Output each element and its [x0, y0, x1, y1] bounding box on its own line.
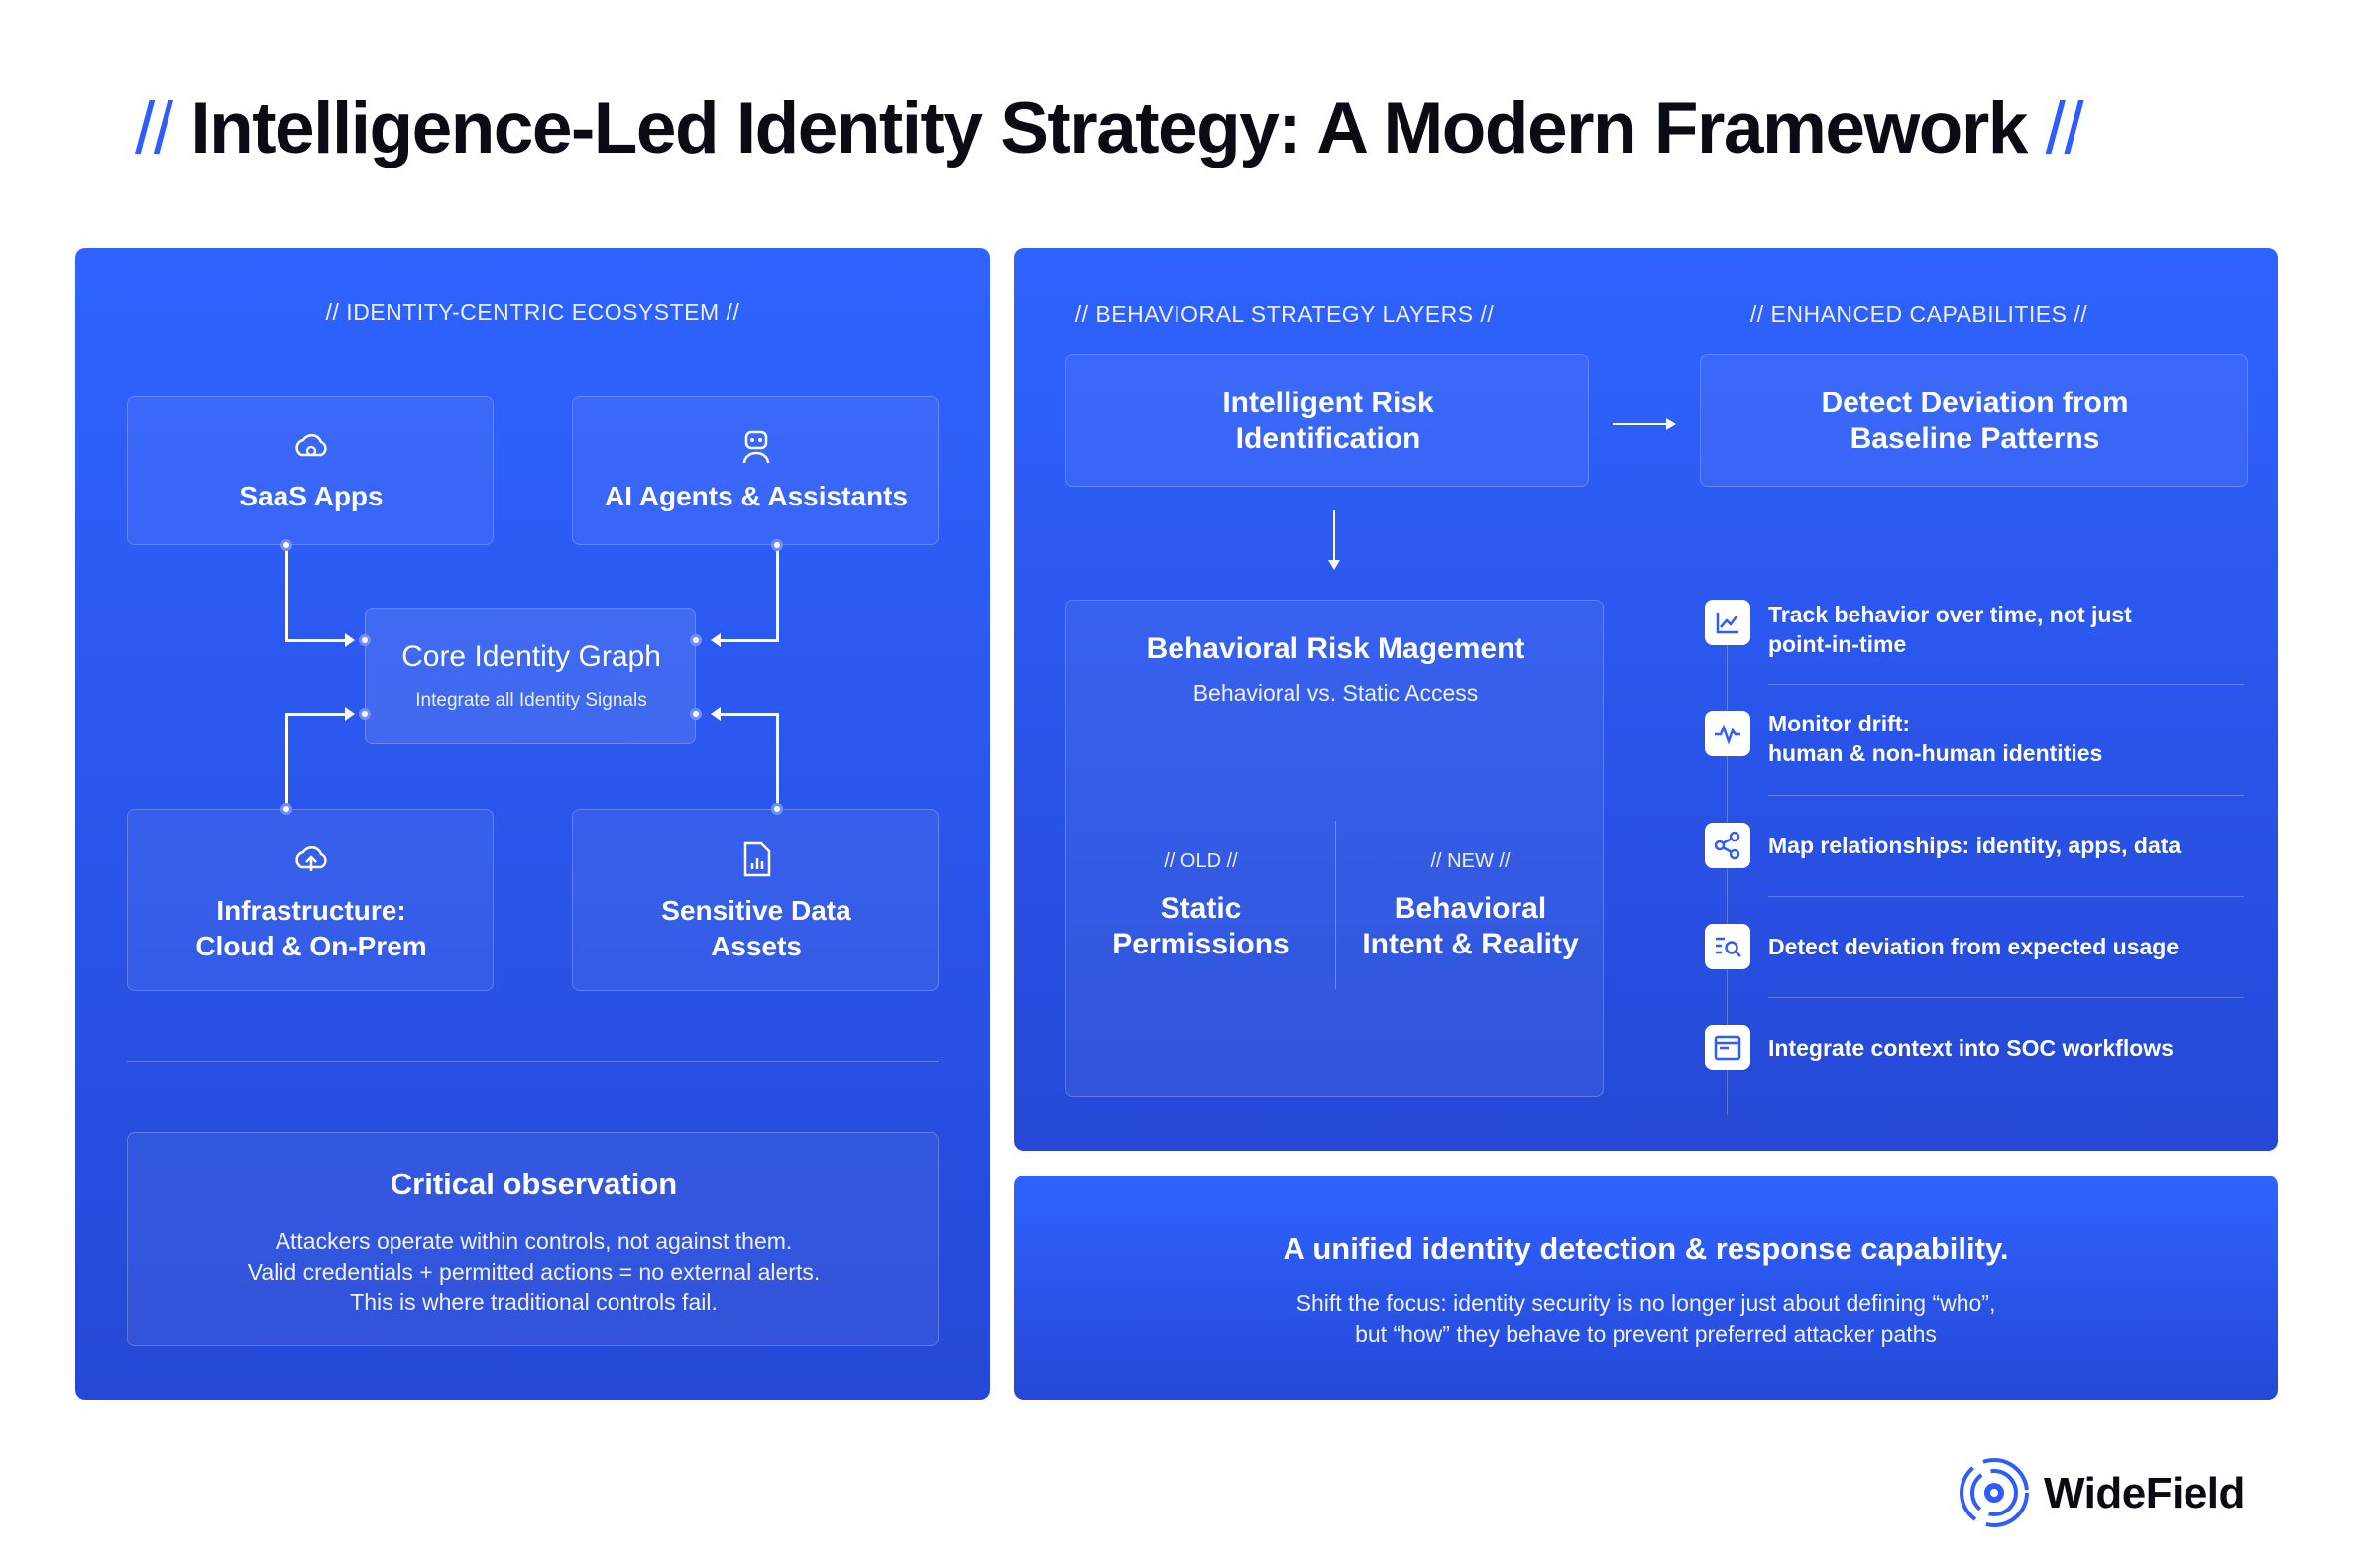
- banner-line2: but “how” they behave to prevent preferr…: [1355, 1321, 1937, 1347]
- connector-dot: [359, 634, 371, 646]
- capability-divider: [1768, 684, 2244, 685]
- title-text: Intelligence-Led Identity Strategy: A Mo…: [190, 88, 2028, 168]
- connector-line: [776, 545, 779, 641]
- behavioral-risk-management-title: Behavioral Risk Magement: [1146, 632, 1525, 665]
- connector-dot: [771, 803, 783, 815]
- capability-item: Monitor drift:human & non-human identiti…: [1705, 711, 2220, 780]
- old-line2: Permissions: [1112, 928, 1289, 960]
- page-title: // Intelligence-Led Identity Strategy: A…: [135, 87, 2084, 169]
- capability-item: Map relationships: identity, apps, data: [1705, 823, 2220, 892]
- detect-deviation-box: Detect Deviation from Baseline Patterns: [1700, 354, 2248, 487]
- cloud-upload-icon: [295, 845, 327, 871]
- brand-name: WideField: [2044, 1469, 2245, 1517]
- arrow-left-icon: [711, 633, 721, 647]
- capability-divider: [1768, 795, 2244, 796]
- robot-icon: [742, 430, 770, 464]
- capability-text: Detect deviation from expected usage: [1768, 934, 2180, 959]
- connector-line: [285, 713, 347, 716]
- ai-agents-box: AI Agents & Assistants: [572, 396, 939, 545]
- infrastructure-line2: Cloud & On-Prem: [195, 931, 427, 961]
- arrow-right-icon: [345, 707, 355, 721]
- sensitive-data-box: Sensitive Data Assets: [572, 809, 939, 991]
- divider: [127, 1061, 939, 1062]
- sensitive-data-line2: Assets: [711, 931, 802, 961]
- connector-line: [720, 639, 779, 642]
- critical-observation-title: Critical observation: [390, 1167, 678, 1201]
- ai-agents-label: AI Agents & Assistants: [605, 481, 908, 511]
- connector-dot: [280, 539, 292, 551]
- critical-observation-line2: Valid credentials + permitted actions = …: [247, 1259, 821, 1285]
- capability-divider: [1768, 896, 2244, 897]
- connector-dot: [690, 708, 702, 720]
- line-chart-icon: [1705, 600, 1750, 645]
- new-line2: Intent & Reality: [1362, 928, 1579, 960]
- title-slash-left: //: [135, 88, 173, 168]
- capability-text: Map relationships: identity, apps, data: [1768, 833, 2182, 858]
- connector-line: [720, 713, 779, 716]
- connector-dot: [280, 803, 292, 815]
- capability-divider: [1768, 997, 2244, 998]
- saas-apps-label: SaaS Apps: [239, 481, 384, 511]
- widefield-logo: WideField: [1955, 1453, 2245, 1532]
- capabilities-section-label: // ENHANCED CAPABILITIES //: [1749, 301, 2088, 327]
- banner-line1: Shift the focus: identity security is no…: [1295, 1290, 1996, 1316]
- intelligent-risk-line2: Identification: [1235, 422, 1421, 455]
- critical-observation-line1: Attackers operate within controls, not a…: [275, 1228, 793, 1254]
- arrow-down-icon: [1328, 560, 1340, 570]
- unified-banner: A unified identity detection & response …: [1014, 1176, 2278, 1400]
- new-line1: Behavioral: [1394, 892, 1547, 925]
- behavioral-risk-management-subtitle: Behavioral vs. Static Access: [1192, 680, 1479, 706]
- search-list-icon: [1705, 924, 1750, 969]
- widefield-logo-mark: [1960, 1458, 2029, 1527]
- vertical-divider: [1335, 821, 1336, 989]
- intelligent-risk-box: Intelligent Risk Identification: [1065, 354, 1589, 487]
- connector-dot: [771, 539, 783, 551]
- ecosystem-panel: // IDENTITY-CENTRIC ECOSYSTEM // SaaS Ap…: [75, 248, 990, 1400]
- connector-line: [285, 713, 288, 809]
- capability-item: Detect deviation from expected usage: [1705, 924, 2220, 993]
- old-tag: // OLD //: [1164, 850, 1238, 872]
- banner-title: A unified identity detection & response …: [1283, 1231, 2009, 1266]
- window-icon: [1705, 1025, 1750, 1070]
- infrastructure-line1: Infrastructure:: [216, 895, 406, 926]
- arrow-right-icon: [345, 633, 355, 647]
- connector-dot: [690, 634, 702, 646]
- saas-apps-box: SaaS Apps: [127, 396, 494, 545]
- detect-deviation-line2: Baseline Patterns: [1850, 422, 2100, 455]
- intelligent-risk-line1: Intelligent Risk: [1222, 387, 1434, 419]
- ecosystem-section-label: // IDENTITY-CENTRIC ECOSYSTEM //: [325, 299, 740, 325]
- arrow-left-icon: [711, 707, 721, 721]
- critical-observation-box: Critical observation Attackers operate w…: [127, 1132, 939, 1346]
- connector-dot: [359, 708, 371, 720]
- core-identity-graph-box: Core Identity Graph Integrate all Identi…: [365, 608, 696, 744]
- title-slash-right: //: [2045, 88, 2084, 168]
- capability-item: Integrate context into SOC workflows: [1705, 1025, 2220, 1094]
- sensitive-data-line1: Sensitive Data: [661, 895, 851, 926]
- document-chart-icon: [743, 841, 771, 877]
- cloud-gear-icon: [295, 433, 327, 457]
- core-identity-graph-subtitle: Integrate all Identity Signals: [415, 690, 647, 711]
- capability-text: Monitor drift:human & non-human identiti…: [1768, 711, 2103, 766]
- detect-deviation-line1: Detect Deviation from: [1821, 387, 2129, 419]
- connector-line: [285, 545, 288, 641]
- new-tag: // NEW //: [1430, 850, 1511, 872]
- behavioral-section-label: // BEHAVIORAL STRATEGY LAYERS //: [1074, 301, 1495, 327]
- core-identity-graph-title: Core Identity Graph: [401, 640, 661, 673]
- pulse-icon: [1705, 711, 1750, 756]
- connector-line: [285, 639, 347, 642]
- arrow-right-icon: [1666, 418, 1676, 430]
- arrow-line: [1613, 423, 1668, 425]
- behavioral-risk-management-box: Behavioral Risk Magement Behavioral vs. …: [1065, 600, 1604, 1097]
- share-nodes-icon: [1705, 823, 1750, 868]
- connector-line: [776, 713, 779, 809]
- critical-observation-line3: This is where traditional controls fail.: [350, 1289, 718, 1315]
- infrastructure-box: Infrastructure: Cloud & On-Prem: [127, 809, 494, 991]
- capability-text: Integrate context into SOC workflows: [1768, 1035, 2174, 1061]
- old-line1: Static: [1160, 892, 1242, 925]
- strategy-panel: // BEHAVIORAL STRATEGY LAYERS // // ENHA…: [1014, 248, 2278, 1151]
- arrow-line: [1333, 510, 1335, 562]
